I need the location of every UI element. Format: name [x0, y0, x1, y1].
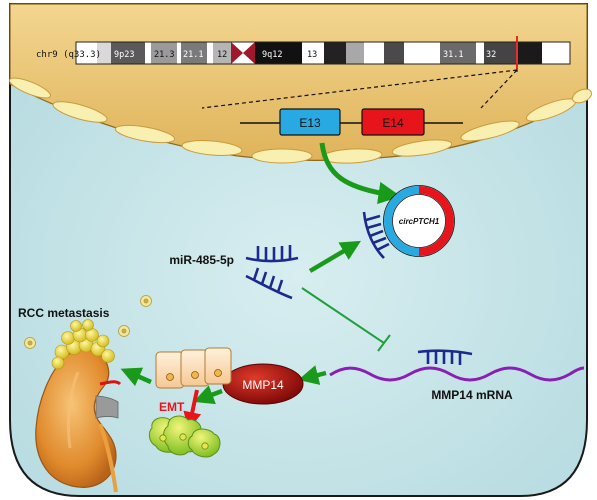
translation-arrow	[298, 365, 327, 385]
mrna-label: MMP14 mRNA	[431, 388, 513, 402]
emt-arrow	[183, 389, 202, 431]
mmp14-protein-label: MMP14	[242, 378, 284, 392]
emt-label: EMT	[159, 400, 185, 414]
circptch1-circle	[383, 185, 455, 257]
sponging-arrow	[308, 240, 361, 273]
band-labels: 9p23 21.3 21.1 12 9q12 13 31.1 32	[114, 50, 496, 60]
band-label: 13	[307, 50, 317, 60]
mesenchymal-cells	[148, 415, 221, 458]
epithelial-cells	[155, 347, 232, 389]
disseminated-tumor-cells	[24, 295, 152, 349]
band-label: 21.1	[183, 50, 203, 60]
band-label: 9q12	[262, 50, 282, 60]
gene-locus	[240, 108, 463, 136]
band-label: 31.1	[443, 50, 463, 60]
nuclear-envelope	[8, 77, 592, 164]
kidney-with-tumor	[35, 319, 122, 493]
backsplicing-arrow	[319, 142, 401, 205]
chromosome-ideogram	[75, 36, 571, 109]
mirna-bound-to-circ	[362, 211, 390, 259]
exon-e14-label: E14	[382, 116, 404, 130]
inhibition-line	[301, 287, 391, 352]
mirna-label: miR-485-5p	[169, 253, 234, 267]
band-label: 9p23	[114, 50, 134, 60]
emt-promotion-arrow	[193, 385, 223, 405]
circptch1-label: circPTCH1	[399, 217, 440, 226]
mmp14-mrna	[329, 349, 585, 382]
exon-e13-label: E13	[299, 116, 321, 130]
exon-e13	[279, 108, 341, 136]
band-label: 32	[486, 50, 496, 60]
metastasis-arrow	[120, 367, 152, 387]
band-label: 12	[217, 50, 227, 60]
band-label: 21.3	[154, 50, 174, 60]
chromosome-label: chr9 (q33.3)	[36, 50, 101, 60]
metastasis-label: RCC metastasis	[18, 306, 110, 320]
exon-e14	[361, 108, 425, 136]
mirna-free	[245, 245, 299, 300]
